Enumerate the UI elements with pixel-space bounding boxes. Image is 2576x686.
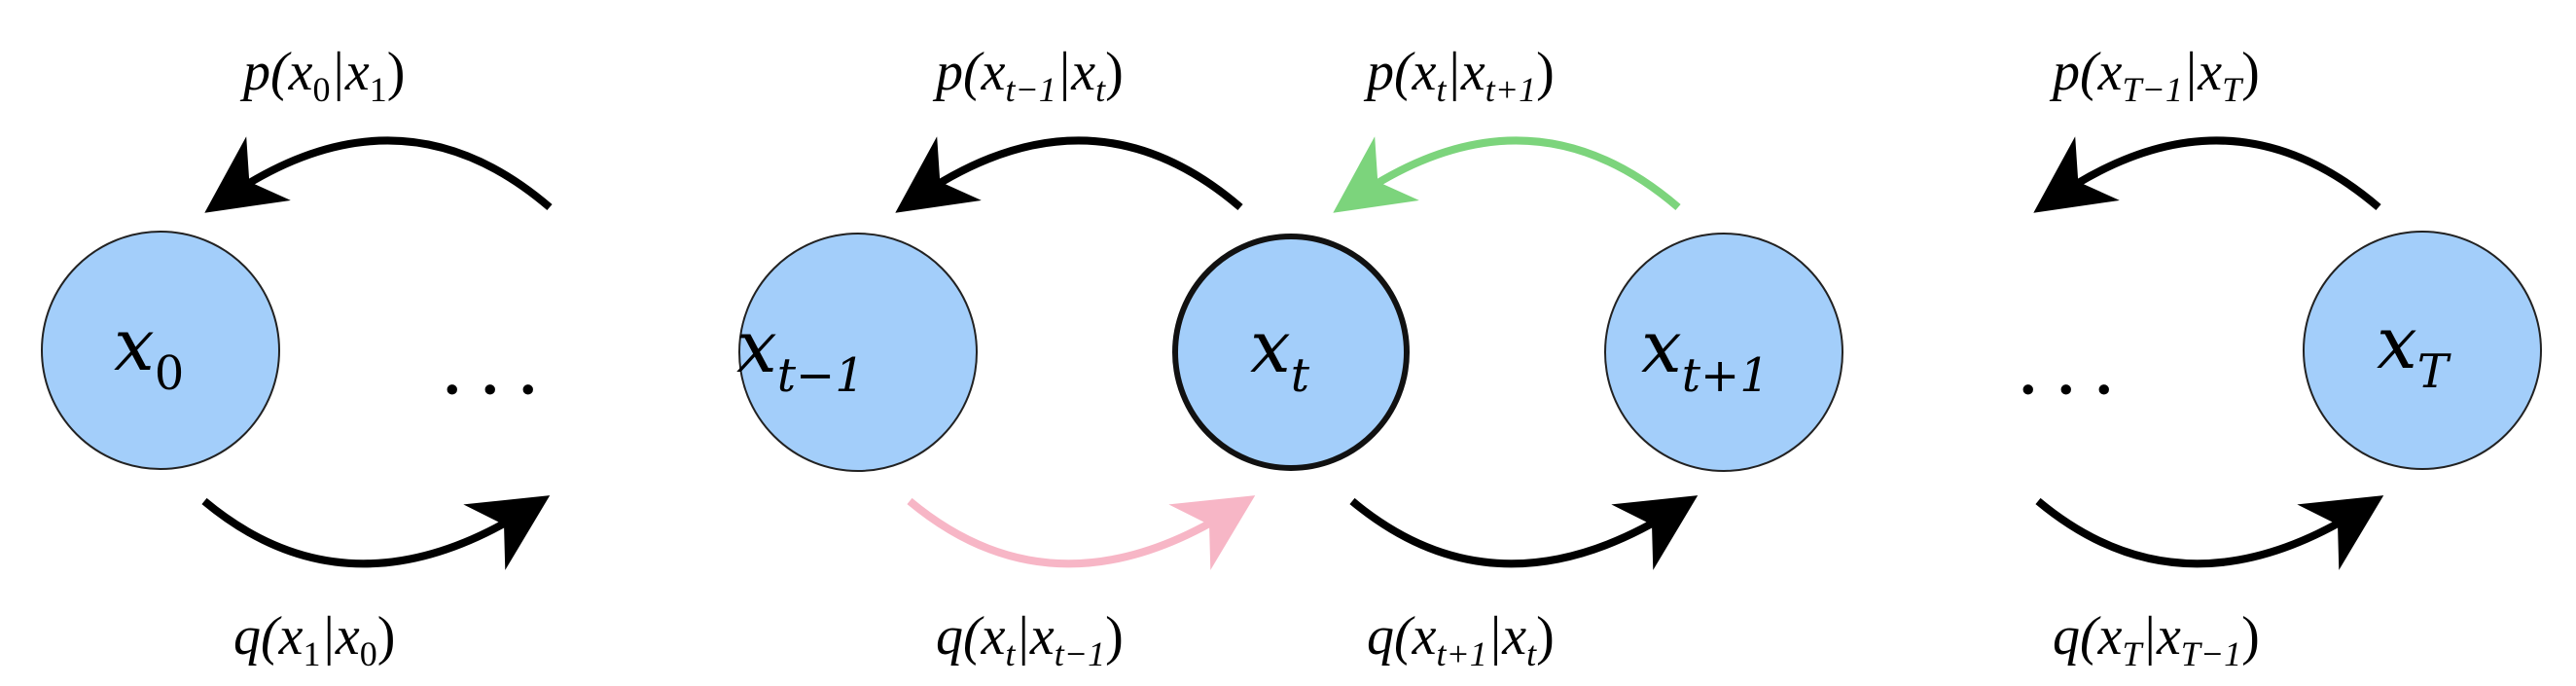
node-xT-base: x bbox=[2377, 302, 2417, 385]
ellipsis-left: · · · bbox=[443, 358, 537, 422]
node-xtp1-base: x bbox=[1641, 306, 1682, 389]
label-part: |x bbox=[2142, 606, 2181, 667]
node-xt: xt bbox=[1172, 234, 1410, 471]
label-p-xt-given-xtp1: p(xt|xt+1) bbox=[1363, 42, 1555, 109]
label-part: T bbox=[2222, 70, 2244, 109]
label-part: |x bbox=[1056, 42, 1095, 102]
node-xtm1: xt−1 bbox=[736, 233, 978, 472]
forward-arrow-xt-to-xtp1 bbox=[1349, 495, 1699, 570]
node-xtp1: xt+1 bbox=[1604, 233, 1843, 472]
label-part: p(x bbox=[1363, 42, 1437, 102]
node-xtm1-sub: t−1 bbox=[777, 348, 865, 403]
label-q-xt-given-xtm1: q(xt|xt−1) bbox=[936, 606, 1124, 673]
label-p-x0-given-x1: p(x0|x1) bbox=[239, 42, 405, 109]
label-part: ) bbox=[1536, 42, 1555, 102]
label-part: ) bbox=[2241, 606, 2260, 667]
label-part: 1 bbox=[370, 70, 387, 109]
label-part: t−1 bbox=[1055, 634, 1105, 673]
svg-text:xt+1: xt+1 bbox=[1641, 306, 1770, 403]
svg-text:xt: xt bbox=[1250, 306, 1310, 403]
node-xT-sub: T bbox=[2417, 344, 2451, 399]
label-part: 1 bbox=[304, 634, 321, 673]
node-x0: x0 bbox=[41, 231, 280, 470]
label-part: t bbox=[1095, 70, 1106, 109]
label-part: ) bbox=[2241, 42, 2260, 102]
label-part: 0 bbox=[360, 634, 377, 673]
label-part: p(x bbox=[239, 42, 313, 102]
label-part: t−1 bbox=[1006, 70, 1056, 109]
label-part: t+1 bbox=[1437, 634, 1487, 673]
node-x0-base: x bbox=[114, 304, 155, 387]
forward-arrow-xtm1-to-xt bbox=[907, 495, 1256, 570]
label-part: ) bbox=[1105, 606, 1124, 667]
svg-text:xT: xT bbox=[2377, 302, 2451, 399]
label-part: t+1 bbox=[1485, 70, 1536, 109]
label-part: p(x bbox=[932, 42, 1006, 102]
label-part: t bbox=[1526, 634, 1537, 673]
node-xt-sub: t bbox=[1291, 348, 1310, 403]
label-part: |x bbox=[321, 606, 360, 667]
forward-arrow-x0-to-x1 bbox=[201, 495, 551, 570]
label-part: ) bbox=[377, 606, 396, 667]
label-part: ) bbox=[1105, 42, 1124, 102]
label-part: t bbox=[1437, 70, 1448, 109]
label-p-xTm1-given-xT: p(xT−1|xT) bbox=[2049, 42, 2260, 109]
label-part: T bbox=[2123, 634, 2145, 673]
label-part: ) bbox=[387, 42, 406, 102]
label-part: q(x bbox=[936, 606, 1006, 667]
label-part: |x bbox=[331, 42, 370, 102]
node-xtm1-base: x bbox=[736, 306, 777, 389]
label-part: t bbox=[1006, 634, 1017, 673]
node-x0-sub: 0 bbox=[155, 346, 185, 401]
node-xtp1-sub: t+1 bbox=[1682, 348, 1770, 403]
label-part: |x bbox=[2183, 42, 2222, 102]
node-xt-base: x bbox=[1250, 306, 1291, 389]
label-part: |x bbox=[1447, 42, 1485, 102]
svg-text:xt−1: xt−1 bbox=[736, 306, 865, 403]
reverse-arrow-xt-to-xtm1 bbox=[895, 136, 1243, 213]
label-part: q(x bbox=[233, 606, 304, 667]
ellipsis-right: · · · bbox=[2019, 358, 2113, 422]
reverse-arrow-x1-to-x0 bbox=[204, 136, 553, 213]
label-part: |x bbox=[1487, 606, 1526, 667]
label-part: ) bbox=[1536, 606, 1555, 667]
label-part: p(x bbox=[2049, 42, 2123, 102]
label-part: 0 bbox=[313, 70, 331, 109]
label-q-x1-given-x0: q(x1|x0) bbox=[233, 606, 395, 673]
label-part: q(x bbox=[2053, 606, 2123, 667]
label-q-xT-given-xTm1: q(xT|xT−1) bbox=[2053, 606, 2260, 673]
label-part: T−1 bbox=[2123, 70, 2183, 109]
node-xT: xT bbox=[2303, 231, 2542, 470]
label-part: q(x bbox=[1367, 606, 1437, 667]
label-part: |x bbox=[1016, 606, 1055, 667]
label-q-xtp1-given-xt: q(xt+1|xt) bbox=[1367, 606, 1555, 673]
reverse-arrow-xT-to-xTm1 bbox=[2033, 136, 2381, 213]
reverse-arrow-xtp1-to-xt bbox=[1333, 136, 1681, 213]
label-part: T−1 bbox=[2181, 634, 2241, 673]
label-p-xtm1-given-xt: p(xt−1|xt) bbox=[932, 42, 1124, 109]
forward-arrow-xTm1-to-xT bbox=[2035, 495, 2384, 570]
svg-text:x0: x0 bbox=[114, 304, 184, 401]
